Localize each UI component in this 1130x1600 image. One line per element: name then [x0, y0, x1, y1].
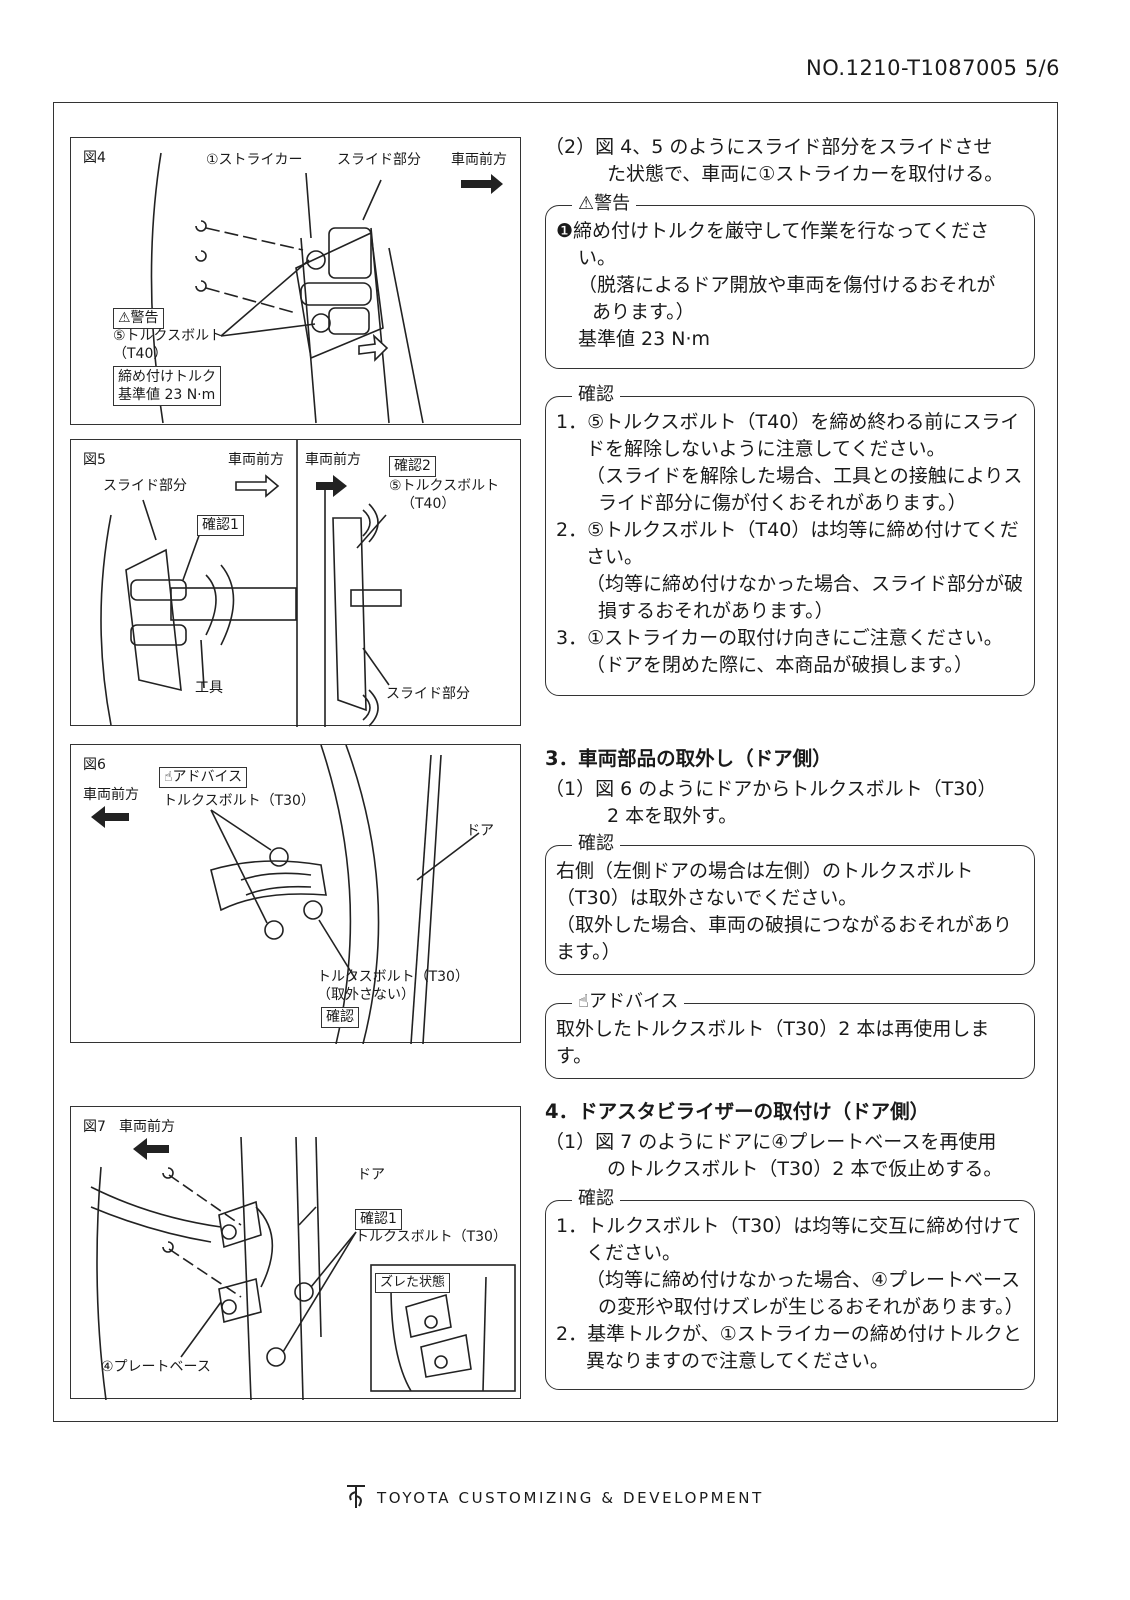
figure-7: 図7 車両前方 ドア 確認1 トルクスボルト（T30） ズレた状態 ④プレートベ…: [70, 1106, 521, 1400]
torx-bolt-size: （T40）: [113, 346, 168, 362]
figure-4-title: 図4: [83, 150, 106, 166]
figure-7-title: 図7: [83, 1119, 106, 1135]
torque-title: 締め付けトルク: [118, 369, 216, 385]
confirm-1-label: 確認1: [197, 515, 244, 536]
advice-text: アドバイス: [172, 769, 243, 785]
confirm-text: 右側（左側ドアの場合は左側）のトルクスボルト（T30）は取外さないでください。: [556, 860, 974, 909]
figure-5-drawing: [100, 440, 402, 727]
confirm-label: 確認: [321, 1007, 359, 1028]
advice-box: ☝アドバイス 取外したトルクスボルト（T30）2 本は再使用します。: [545, 990, 1035, 1079]
vehicle-front-label-left: 車両前方: [228, 452, 284, 468]
section-4-step-1-line-2: のトルクスボルト（T30）2 本で仮止めする。: [607, 1158, 1003, 1180]
door-label: ドア: [466, 823, 494, 839]
figure-4: 図4 ①ストライカー スライド部分 車両前方 ⚠警告 ⑤トルクスボルト （T40…: [70, 137, 521, 425]
figure-5: 図5 車両前方 車両前方 スライド部分 確認1 工具 確認2 ⑤トルクスボルト …: [70, 439, 521, 727]
striker-label: ①ストライカー: [206, 152, 303, 168]
section-3: 3．車両部品の取外し（ドア側） （1）図 6 のようにドアからトルクスボルト（T…: [545, 745, 1040, 830]
confirm-box-section-4: 確認 1．トルクスボルト（T30）は均等に交互に締め付けてください。 （均等に締…: [545, 1187, 1035, 1390]
warning-line-4: あります。）: [592, 301, 695, 323]
confirm-legend: 確認: [572, 832, 620, 856]
section-4-heading: 4．ドアスタビライザーの取付け（ドア側）: [545, 1100, 930, 1123]
advice-label: ☝アドバイス: [159, 767, 248, 788]
door-label: ドア: [357, 1167, 385, 1183]
warning-line-3: （脱落によるドア開放や車両を傷付けるおそれが: [578, 274, 996, 296]
warning-line-1: ❶締め付けトルクを厳守して作業を行なってくださ: [556, 220, 989, 242]
confirm-2-label: 確認2: [389, 456, 436, 477]
torx-bolt-size: （T40）: [401, 496, 456, 512]
torque-spec-box: 締め付けトルク 基準値 23 N·m: [113, 366, 221, 406]
slide-part-label: スライド部分: [337, 152, 421, 168]
step-2-instruction: （2）図 4、5 のようにスライド部分をスライドさせ た状態で、車両に①ストライ…: [545, 134, 1040, 188]
confirm-item-2-note: （均等に締め付けなかった場合、スライド部分が破損するおそれがあります。）: [586, 573, 1024, 622]
confirm-item-3-note: （ドアを閉めた際に、本商品が破損します。）: [586, 654, 974, 676]
vehicle-front-label: 車両前方: [451, 152, 507, 168]
step-2-line-2: た状態で、車両に①ストライカーを取付ける。: [607, 163, 1004, 185]
section-3-step-1-line-1: （1）図 6 のようにドアからトルクスボルト（T30）: [545, 778, 997, 800]
not-remove-label: （取外さない）: [317, 987, 415, 1003]
figure-6-drawing: [91, 745, 480, 1044]
warning-label: ⚠警告: [113, 308, 164, 329]
footer: TOYOTA CUSTOMIZING & DEVELOPMENT: [345, 1482, 764, 1514]
advice-text: 取外したトルクスボルト（T30）2 本は再使用します。: [556, 1018, 990, 1067]
figure-6-title: 図6: [83, 757, 106, 773]
confirm-item-2: 2．⑤トルクスボルト（T40）は均等に締め付けてください。: [556, 519, 1019, 568]
figure-4-drawing: [150, 152, 503, 424]
confirm-legend: 確認: [572, 1187, 620, 1211]
section-4-step-1-line-1: （1）図 7 のようにドアに④プレートベースを再使用: [545, 1131, 997, 1153]
figure-6: 図6 ☝アドバイス 車両前方 トルクスボルト（T30） ドア トルクスボルト（T…: [70, 744, 521, 1044]
warning-legend: ⚠警告: [572, 192, 637, 216]
step-2-line-1: （2）図 4、5 のようにスライド部分をスライドさせ: [545, 136, 993, 158]
confirm-item-1-note: （均等に締め付けなかった場合、④プレートベースの変形や取付けズレが生じるおそれが…: [586, 1269, 1024, 1318]
torque-value: 基準値 23 N·m: [118, 387, 216, 403]
pointing-hand-icon: ☝: [578, 991, 589, 1012]
section-3-heading: 3．車両部品の取外し（ドア側）: [545, 747, 832, 770]
slide-part-label-right: スライド部分: [386, 686, 470, 702]
confirm-item-2: 2．基準トルクが、①ストライカーの締め付けトルクと異なりますので注意してください…: [556, 1323, 1022, 1372]
confirm-box-section-2: 確認 1．⑤トルクスボルト（T40）を締め終わる前にスライドを解除しないように注…: [545, 383, 1035, 696]
torx-bolt-top-label: トルクスボルト（T30）: [163, 793, 315, 809]
vehicle-front-label: 車両前方: [83, 787, 139, 803]
shifted-state-label: ズレた状態: [375, 1273, 451, 1293]
confirm-text-note: （取外した場合、車両の破損につながるおそれがあります。）: [556, 914, 1013, 963]
section-3-step-1-line-2: 2 本を取外す。: [607, 805, 738, 827]
figure-7-drawing: [90, 1136, 516, 1400]
confirm-item-1: 1．トルクスボルト（T30）は均等に交互に締め付けてください。: [556, 1215, 1022, 1264]
torx-bolt-label: ⑤トルクスボルト: [113, 328, 224, 344]
document-number: NO.1210-T1087005 5/6: [806, 56, 1060, 80]
confirm-1-label: 確認1: [355, 1209, 402, 1230]
warning-box: ⚠警告 ❶締め付けトルクを厳守して作業を行なってくださ い。 （脱落によるドア開…: [545, 192, 1035, 369]
figure-5-title: 図5: [83, 452, 106, 468]
advice-legend: ☝アドバイス: [572, 990, 685, 1014]
plate-base-label: ④プレートベース: [101, 1359, 211, 1375]
confirm-box-section-3: 確認 右側（左側ドアの場合は左側）のトルクスボルト（T30）は取外さないでくださ…: [545, 832, 1035, 975]
section-4: 4．ドアスタビライザーの取付け（ドア側） （1）図 7 のようにドアに④プレート…: [545, 1098, 1040, 1183]
confirm-item-1: 1．⑤トルクスボルト（T40）を締め終わる前にスライドを解除しないように注意して…: [556, 411, 1020, 460]
warning-line-5: 基準値 23 N·m: [578, 328, 711, 350]
torx-bolt-label: ⑤トルクスボルト: [389, 478, 500, 494]
content-frame: [53, 102, 1058, 1422]
slide-part-label-left: スライド部分: [103, 478, 187, 494]
confirm-legend: 確認: [572, 383, 620, 407]
torx-bolt-bottom-label: トルクスボルト（T30）: [317, 969, 469, 985]
tool-label: 工具: [195, 680, 223, 696]
footer-brand: TOYOTA CUSTOMIZING & DEVELOPMENT: [377, 1489, 764, 1507]
vehicle-front-label: 車両前方: [119, 1119, 175, 1135]
torx-bolt-label: トルクスボルト（T30）: [355, 1229, 507, 1245]
vehicle-front-label-right: 車両前方: [305, 452, 361, 468]
advice-legend-text: アドバイス: [588, 991, 679, 1012]
confirm-item-3: 3．①ストライカーの取付け向きにご注意ください。: [556, 627, 1003, 649]
pointing-hand-icon: ☝: [164, 769, 173, 785]
tcd-logo-icon: [345, 1482, 367, 1514]
warning-line-2: い。: [578, 247, 617, 269]
confirm-item-1-note: （スライドを解除した場合、工具との接触によりスライド部分に傷が付くおそれがありま…: [586, 465, 1023, 514]
